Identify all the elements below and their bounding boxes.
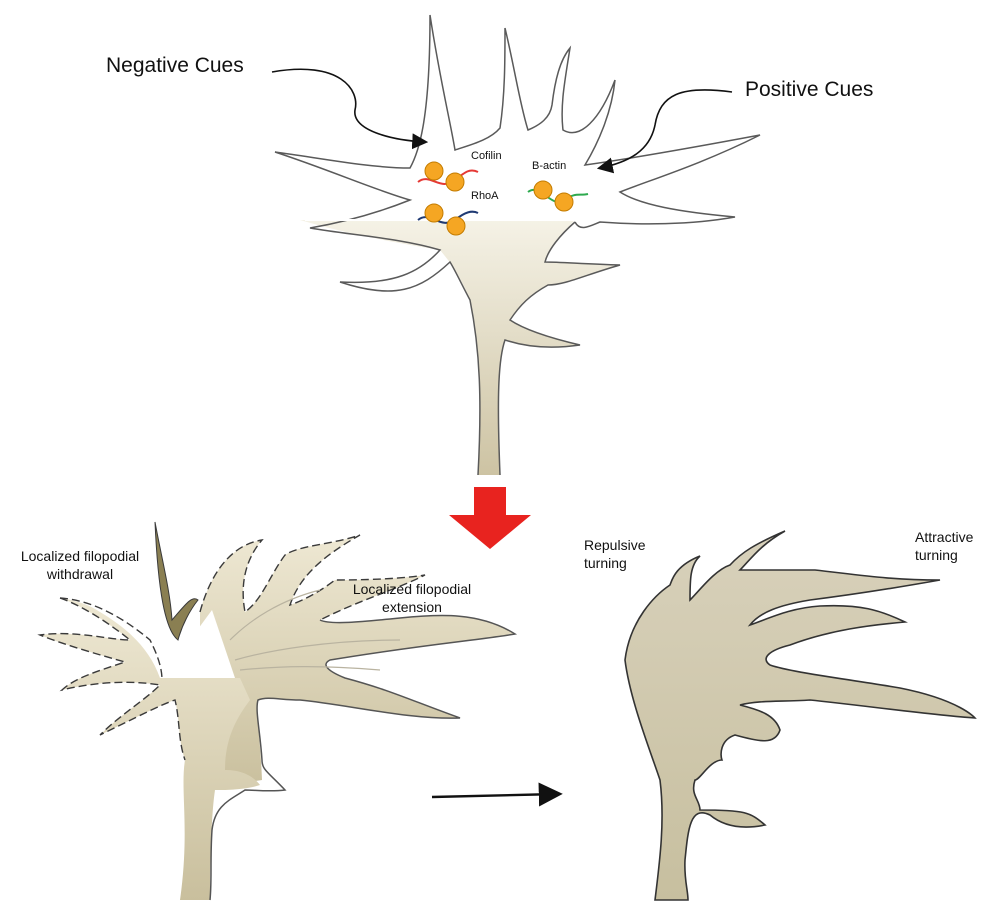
right-cone-body	[625, 531, 975, 900]
right-growth-cone	[625, 531, 975, 900]
repulsive-line1: Repulsive	[584, 536, 645, 554]
positive-cues-label: Positive Cues	[745, 78, 873, 102]
negative-cues-arrow	[272, 69, 425, 142]
attractive-turning-label: Attractive turning	[915, 528, 973, 564]
repulsive-turning-label: Repulsive turning	[584, 536, 645, 572]
negative-cues-label: Negative Cues	[106, 54, 244, 78]
repulsive-line2: turning	[584, 554, 645, 572]
cofilin-label: Cofilin	[471, 150, 502, 162]
withdrawal-label-line1: Localized filopodial	[10, 547, 150, 565]
protein-beta-actin	[528, 181, 588, 211]
left-cone-extension-region	[200, 535, 515, 790]
protein-cofilin	[418, 162, 478, 191]
extension-label-line2: extension	[332, 598, 492, 616]
extension-label: Localized filopodial extension	[332, 580, 492, 616]
attractive-line1: Attractive	[915, 528, 973, 546]
rhoa-label: RhoA	[471, 190, 499, 202]
attractive-line2: turning	[915, 546, 973, 564]
transition-arrow	[432, 794, 558, 797]
extension-label-line1: Localized filopodial	[332, 580, 492, 598]
beta-actin-label: B-actin	[532, 160, 566, 172]
red-down-arrow	[449, 487, 531, 549]
withdrawal-label-line2: withdrawal	[10, 565, 150, 583]
withdrawal-label: Localized filopodial withdrawal	[10, 547, 150, 583]
left-cone-withdrawn-filopodium	[155, 522, 198, 640]
top-cone-shaded-body	[300, 220, 620, 475]
